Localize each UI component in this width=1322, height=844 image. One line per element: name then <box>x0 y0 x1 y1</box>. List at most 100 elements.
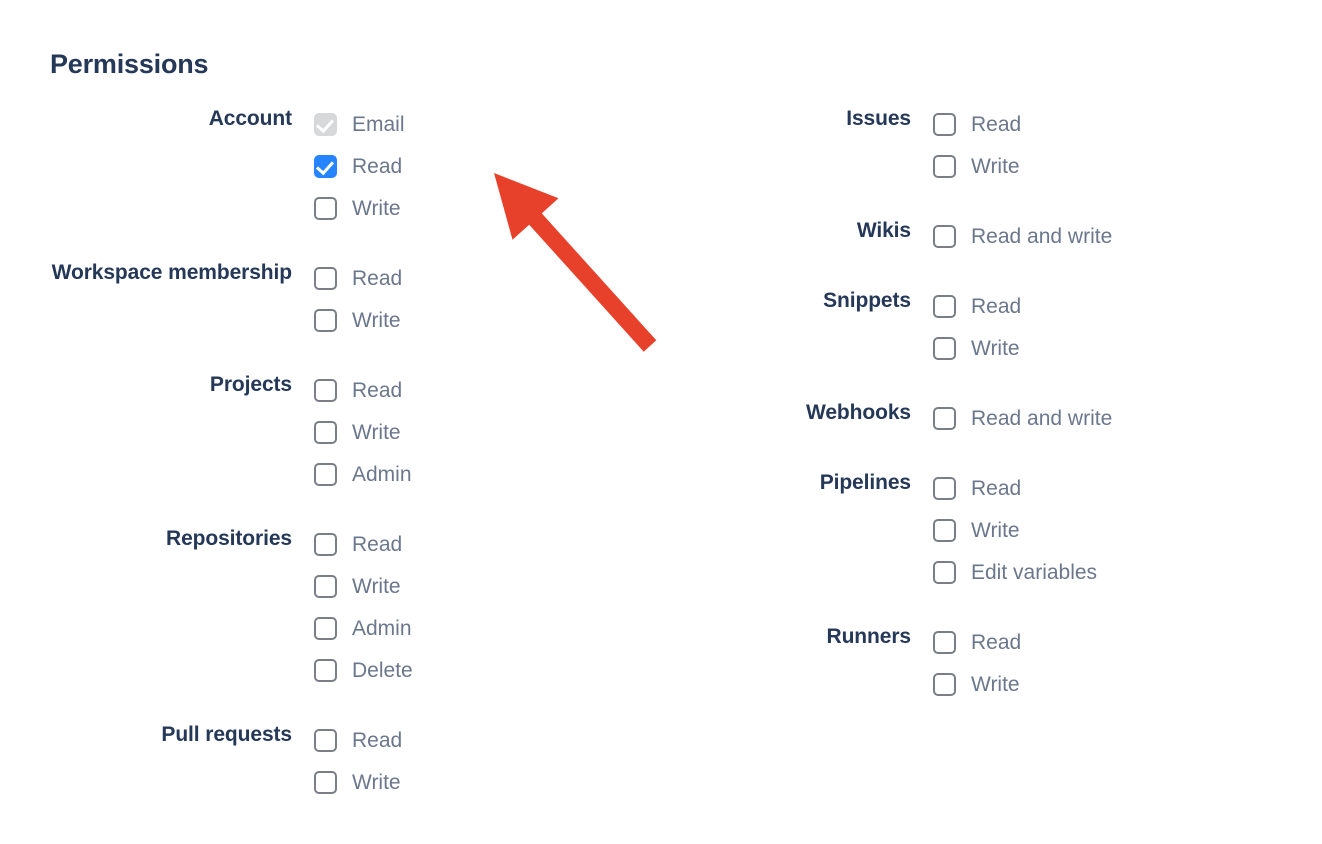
projects-read-label: Read <box>352 378 403 402</box>
snippets-read-label: Read <box>971 294 1022 318</box>
wikis-read-and-write-checkbox[interactable] <box>933 224 956 248</box>
permission-group-heading-runners: Runners <box>826 625 912 648</box>
repositories-write-checkbox[interactable] <box>314 574 337 598</box>
workspace-membership-write-label: Write <box>352 308 401 332</box>
projects-write-checkbox[interactable] <box>314 420 337 444</box>
account-write-checkbox[interactable] <box>314 196 337 220</box>
pull-requests-read-checkbox[interactable] <box>314 728 337 752</box>
permission-group-heading-repositories: Repositories <box>166 527 292 550</box>
permission-group-heading-projects: Projects <box>209 373 292 396</box>
issues-read-label: Read <box>971 112 1022 136</box>
pipelines-read-checkbox[interactable] <box>933 476 956 500</box>
pull-requests-write-checkbox[interactable] <box>314 770 337 794</box>
permission-options-webhooks: Read and write <box>911 397 1320 439</box>
repositories-admin-checkbox[interactable] <box>314 616 337 640</box>
pipelines-write-checkbox[interactable] <box>933 518 956 542</box>
account-email-checkbox <box>314 112 337 136</box>
webhooks-read-and-write-checkbox[interactable] <box>933 406 956 430</box>
permission-row-pull-requests-write[interactable]: Write <box>314 761 660 803</box>
permission-row-snippets-write[interactable]: Write <box>933 327 1320 369</box>
permission-group-heading-account: Account <box>208 107 292 130</box>
pipelines-edit-variables-checkbox[interactable] <box>933 560 956 584</box>
runners-read-checkbox[interactable] <box>933 630 956 654</box>
repositories-read-checkbox[interactable] <box>314 532 337 556</box>
repositories-admin-label: Admin <box>352 616 412 640</box>
permission-row-account-write[interactable]: Write <box>314 187 660 229</box>
permission-row-projects-write[interactable]: Write <box>314 411 660 453</box>
permission-row-snippets-read[interactable]: Read <box>933 285 1320 327</box>
permission-row-pipelines-edit-variables[interactable]: Edit variables <box>933 551 1320 593</box>
permission-group-heading-pipelines: Pipelines <box>819 471 911 494</box>
runners-read-label: Read <box>971 630 1022 654</box>
webhooks-read-and-write-label: Read and write <box>971 406 1113 430</box>
workspace-membership-read-checkbox[interactable] <box>314 266 337 290</box>
permission-group-heading-issues: Issues <box>846 107 911 130</box>
account-read-label: Read <box>352 154 403 178</box>
account-read-checkbox[interactable] <box>314 154 337 178</box>
permission-options-wikis: Read and write <box>911 215 1320 257</box>
checkmark-icon <box>315 114 335 133</box>
permission-group-heading-snippets: Snippets <box>823 289 911 312</box>
permission-row-issues-write[interactable]: Write <box>933 145 1320 187</box>
permission-row-projects-read[interactable]: Read <box>314 369 660 411</box>
permission-group-webhooks: Webhooks Read and write <box>660 397 1320 439</box>
pipelines-read-label: Read <box>971 476 1022 500</box>
permission-row-repositories-delete[interactable]: Delete <box>314 649 660 691</box>
workspace-membership-read-label: Read <box>352 266 403 290</box>
snippets-write-checkbox[interactable] <box>933 336 956 360</box>
permission-row-pull-requests-read[interactable]: Read <box>314 719 660 761</box>
pull-requests-write-label: Write <box>352 770 401 794</box>
issues-write-checkbox[interactable] <box>933 154 956 178</box>
permission-row-issues-read[interactable]: Read <box>933 103 1320 145</box>
permission-row-runners-read[interactable]: Read <box>933 621 1320 663</box>
projects-read-checkbox[interactable] <box>314 378 337 402</box>
projects-admin-label: Admin <box>352 462 412 486</box>
projects-admin-checkbox[interactable] <box>314 462 337 486</box>
permission-group-heading-webhooks: Webhooks <box>806 401 911 424</box>
permission-row-projects-admin[interactable]: Admin <box>314 453 660 495</box>
repositories-delete-label: Delete <box>352 658 413 682</box>
permission-group-heading-pull-requests: Pull requests <box>161 723 292 746</box>
permission-row-repositories-write[interactable]: Write <box>314 565 660 607</box>
permission-row-repositories-read[interactable]: Read <box>314 523 660 565</box>
issues-read-checkbox[interactable] <box>933 112 956 136</box>
pipelines-write-label: Write <box>971 518 1020 542</box>
permission-row-workspace-membership-read[interactable]: Read <box>314 257 660 299</box>
snippets-read-checkbox[interactable] <box>933 294 956 318</box>
permission-row-workspace-membership-write[interactable]: Write <box>314 299 660 341</box>
pull-requests-read-label: Read <box>352 728 403 752</box>
page-title: Permissions <box>50 49 209 79</box>
permission-row-account-read[interactable]: Read <box>314 145 660 187</box>
permission-row-webhooks-read-and-write[interactable]: Read and write <box>933 397 1320 439</box>
permission-row-repositories-admin[interactable]: Admin <box>314 607 660 649</box>
permission-group-heading-workspace-membership: Workspace membership <box>51 261 292 284</box>
snippets-write-label: Write <box>971 336 1020 360</box>
permission-row-runners-write[interactable]: Write <box>933 663 1320 705</box>
runners-write-checkbox[interactable] <box>933 672 956 696</box>
runners-write-label: Write <box>971 672 1020 696</box>
permission-row-pipelines-read[interactable]: Read <box>933 467 1320 509</box>
permission-row-wikis-read-and-write[interactable]: Read and write <box>933 215 1320 257</box>
permission-row-account-email[interactable]: Email <box>314 103 660 145</box>
workspace-membership-write-checkbox[interactable] <box>314 308 337 332</box>
issues-write-label: Write <box>971 154 1020 178</box>
projects-write-label: Write <box>352 420 401 444</box>
permission-row-pipelines-write[interactable]: Write <box>933 509 1320 551</box>
repositories-delete-checkbox[interactable] <box>314 658 337 682</box>
checkmark-icon <box>315 156 335 175</box>
